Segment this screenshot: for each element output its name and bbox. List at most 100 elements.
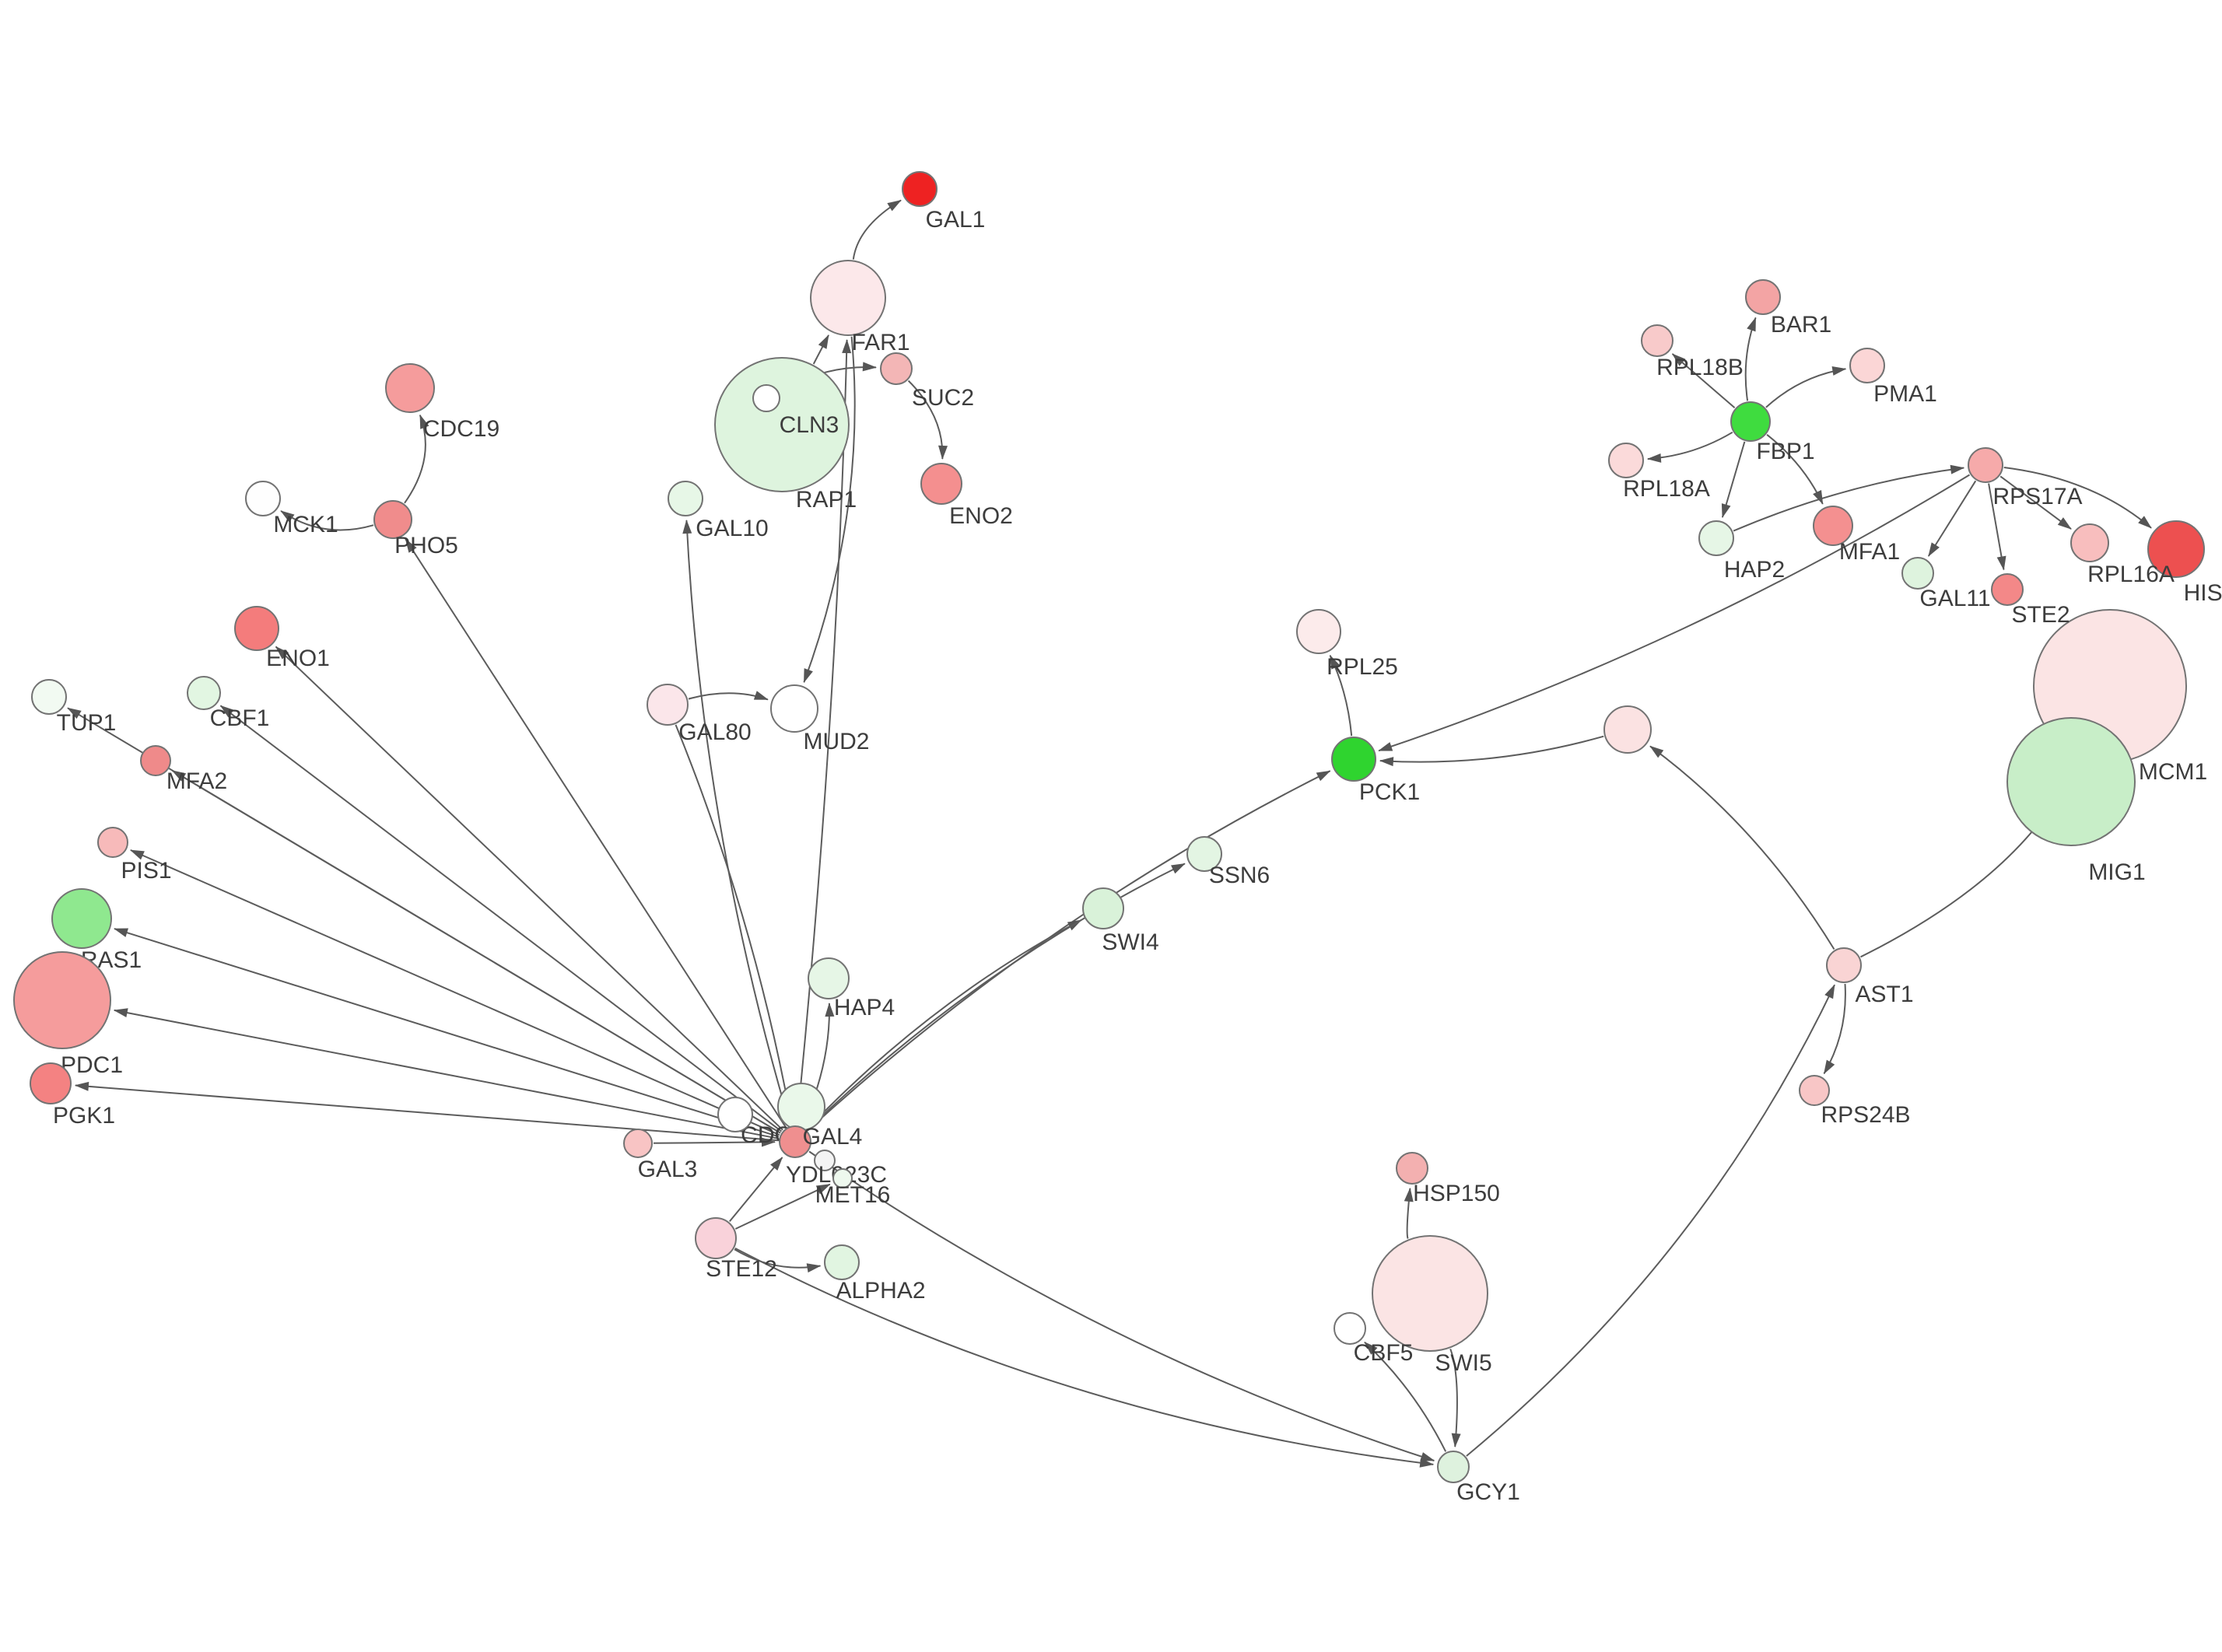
edge-HAP2-RPS17A[interactable]: [1733, 464, 1965, 532]
gene-node-ALPHA2[interactable]: [824, 1244, 860, 1280]
gene-node-GAL80[interactable]: [647, 684, 689, 726]
edge-GAL4-PCK1[interactable]: [807, 770, 1331, 1131]
gene-node-STE2[interactable]: [1991, 573, 2024, 606]
edge-SWI5-HSP150[interactable]: [1404, 1187, 1414, 1239]
edge-STE12-MET16[interactable]: [734, 1183, 831, 1230]
gene-node-GAL10[interactable]: [668, 481, 703, 516]
gene-node-SSN6[interactable]: [1186, 836, 1222, 872]
gene-node-P1[interactable]: [1603, 705, 1652, 754]
gene-node-HAP2[interactable]: [1698, 520, 1734, 556]
gene-node-MCK1[interactable]: [245, 481, 281, 516]
edge-GAL4-GAL10[interactable]: [682, 520, 791, 1126]
edge-AST1-RPS24B[interactable]: [1823, 983, 1846, 1075]
edge-GAL4-ENO1[interactable]: [275, 646, 783, 1131]
edge-GAL4-PIS1[interactable]: [129, 849, 780, 1136]
edge-AST1-P1[interactable]: [1649, 745, 1835, 950]
gene-node-RAS1[interactable]: [51, 888, 112, 949]
edge-GAL4-PGK1[interactable]: [74, 1081, 779, 1142]
edge-GAL80-MUD2[interactable]: [688, 691, 769, 701]
gene-node-MIG1[interactable]: [2006, 717, 2136, 846]
edge-SWI5-GCY1[interactable]: [1449, 1348, 1461, 1448]
gene-node-PDC1[interactable]: [13, 951, 111, 1049]
edge-RPS17A-PCK1[interactable]: [1378, 474, 1971, 752]
edge-GAL4-PHO5[interactable]: [405, 538, 787, 1129]
gene-node-CBF5[interactable]: [1334, 1312, 1366, 1345]
gene-node-RPL25[interactable]: [1296, 609, 1341, 654]
gene-node-BAR1[interactable]: [1745, 279, 1781, 315]
edge-GCY1-AST1[interactable]: [1466, 984, 1835, 1457]
edge-GAL4-PDC1[interactable]: [113, 1008, 779, 1139]
gene-node-GAL1[interactable]: [902, 171, 938, 207]
edge-FBP1-RPL18A[interactable]: [1646, 431, 1733, 463]
gene-node-GAL4[interactable]: [779, 1125, 811, 1158]
edge-GAL4-SSN6[interactable]: [807, 863, 1186, 1131]
gene-node-PMA1[interactable]: [1849, 348, 1885, 383]
gene-node-GCY1[interactable]: [1437, 1451, 1470, 1483]
gene-node-PGK1[interactable]: [30, 1062, 72, 1104]
edge-GAL4-CBF1[interactable]: [219, 705, 783, 1132]
gene-node-RPL16A[interactable]: [2070, 523, 2109, 562]
edge-FBP1-BAR1[interactable]: [1744, 317, 1757, 401]
edge-GAL4-RAS1[interactable]: [114, 928, 780, 1138]
gene-node-CDC19[interactable]: [385, 363, 435, 413]
gene-node-PIS1[interactable]: [97, 827, 128, 858]
gene-node-SUC2[interactable]: [880, 352, 913, 385]
gene-node-FBP1[interactable]: [1730, 401, 1771, 442]
edge-P1-PCK1[interactable]: [1379, 735, 1604, 767]
edge-SUC2-ENO2[interactable]: [907, 380, 948, 460]
edge-RPS17A-HIS4[interactable]: [2003, 467, 2152, 529]
edge-PCK1-RPL25[interactable]: [1329, 654, 1353, 737]
gene-node-RAP1[interactable]: [752, 384, 780, 412]
gene-node-W1[interactable]: [717, 1097, 753, 1132]
gene-node-RPL18A[interactable]: [1608, 443, 1644, 478]
gene-node-HIS4[interactable]: [2147, 520, 2205, 578]
gene-node-PCK1[interactable]: [1331, 737, 1376, 782]
edge-GAL3-GAL4[interactable]: [653, 1137, 776, 1147]
node-group-MFA2: MFA2: [140, 745, 227, 794]
edge-CLN3-FAR1[interactable]: [812, 334, 829, 365]
edge-PHO5-CDC19[interactable]: [404, 414, 429, 504]
gene-node-MUD2[interactable]: [770, 684, 818, 733]
edge-GAL80-GAL4[interactable]: [675, 724, 794, 1123]
edge-GAL4-MFA2[interactable]: [171, 769, 781, 1134]
edge-GCY1-CBF5[interactable]: [1364, 1341, 1447, 1452]
gene-node-CBF1[interactable]: [187, 676, 221, 710]
gene-node-AST1[interactable]: [1826, 947, 1862, 983]
edge-FBP1-PMA1[interactable]: [1765, 366, 1847, 408]
edge-FBP1-RPL18B[interactable]: [1671, 353, 1736, 409]
edge-RPS17A-RPL16A[interactable]: [1999, 475, 2072, 530]
edge-GAL4-GCY1[interactable]: [808, 1150, 1435, 1461]
edge-FBP1-MFA1[interactable]: [1766, 434, 1824, 505]
gene-node-RPS17A[interactable]: [1968, 447, 2003, 483]
gene-node-HAP4[interactable]: [808, 957, 850, 999]
gene-node-PHO5[interactable]: [373, 500, 412, 539]
gene-node-MFA2[interactable]: [140, 745, 171, 776]
edge-STE12-ALPHA2[interactable]: [734, 1248, 822, 1273]
gene-node-RPS24B[interactable]: [1799, 1075, 1830, 1106]
gene-node-ENO1[interactable]: [234, 606, 279, 651]
gene-node-MFA1[interactable]: [1813, 506, 1853, 546]
edge-FAR1-MUD2[interactable]: [803, 336, 856, 684]
edge-FBP1-HAP2[interactable]: [1721, 441, 1746, 519]
edge-PHO5-MCK1[interactable]: [280, 510, 374, 531]
gene-node-SWI4[interactable]: [1082, 887, 1124, 929]
gene-node-GAL3[interactable]: [623, 1129, 653, 1158]
gene-node-RPL18B[interactable]: [1641, 324, 1674, 357]
gene-node-YDL023C[interactable]: [814, 1150, 836, 1171]
edge-RPS17A-GAL11[interactable]: [1927, 480, 1977, 557]
gene-node-CLN3[interactable]: [714, 357, 850, 492]
gene-node-FAR1[interactable]: [810, 260, 886, 336]
gene-node-SWI5[interactable]: [1372, 1235, 1488, 1352]
gene-node-GAL11[interactable]: [1901, 557, 1934, 590]
edge-STE12-GCY1[interactable]: [734, 1248, 1435, 1468]
gene-node-MET16[interactable]: [832, 1168, 853, 1188]
gene-node-ENO2[interactable]: [920, 463, 962, 505]
gene-node-STE12[interactable]: [695, 1217, 737, 1259]
edge-STE12-GAL4[interactable]: [729, 1157, 783, 1223]
edge-FAR1-GAL1[interactable]: [852, 199, 902, 260]
edge-GAL4-SWI4[interactable]: [806, 919, 1082, 1130]
gene-node-TUP1[interactable]: [31, 679, 67, 715]
edge-RPS17A-STE2[interactable]: [1988, 483, 2006, 571]
gene-node-HSP150[interactable]: [1396, 1152, 1428, 1185]
